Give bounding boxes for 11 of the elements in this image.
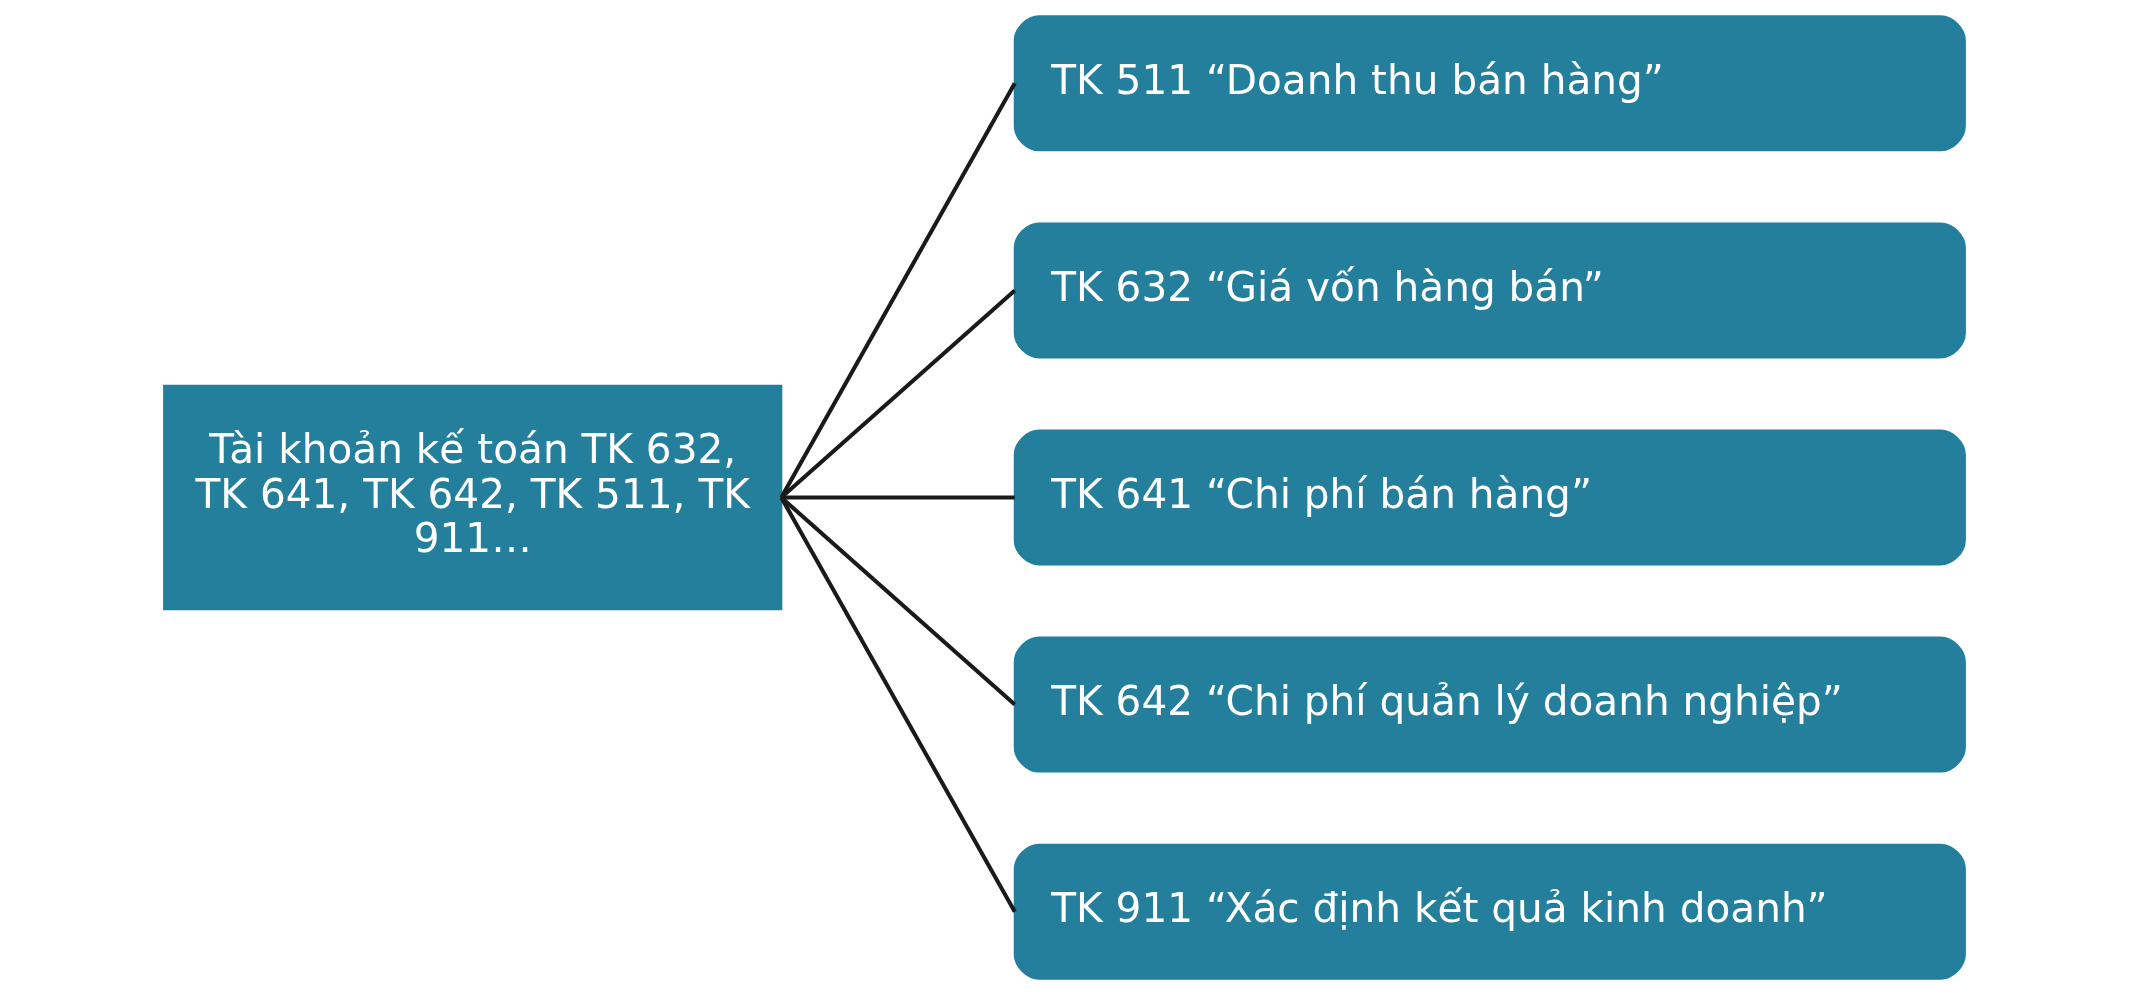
- node-box: TK 632 “Giá vốn hàng bán”: [1013, 222, 1966, 359]
- node-box: TK 642 “Chi phí quản lý doanh nghiệp”: [1013, 636, 1966, 773]
- connector: [781, 495, 1015, 500]
- node-box: TK 511 “Doanh thu bán hàng”: [1013, 15, 1966, 152]
- connector: [779, 288, 1017, 499]
- connector: [779, 82, 1017, 499]
- connector: [779, 496, 1017, 913]
- node-box: Tài khoản kế toán TK 632, TK 641, TK 642, TK 511, TK 911…: [163, 384, 783, 611]
- node-box: TK 911 “Xác định kết quả kinh doanh”: [1013, 843, 1966, 980]
- node-box: TK 641 “Chi phí bán hàng”: [1013, 429, 1966, 566]
- connector: [779, 496, 1017, 707]
